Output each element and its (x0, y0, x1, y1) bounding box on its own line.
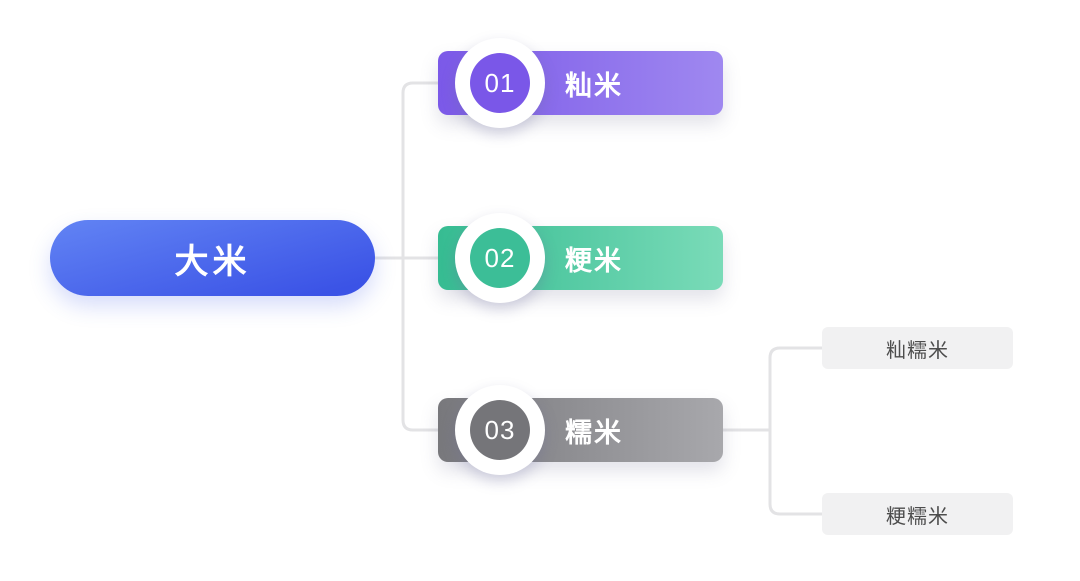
branch-number-badge: 01 (455, 38, 545, 128)
branch-number-circle: 02 (470, 228, 530, 288)
branch-label: 粳米 (565, 245, 623, 276)
branch-number-circle: 01 (470, 53, 530, 113)
node-root[interactable]: 大米 (50, 220, 375, 296)
branch-number-circle: 03 (470, 400, 530, 460)
branch-number: 03 (484, 414, 516, 445)
branch-number: 02 (484, 242, 516, 273)
node-leaf-xiannuomi[interactable]: 籼糯米 (822, 327, 1013, 369)
branch-number: 01 (484, 67, 516, 98)
branch-label: 籼米 (565, 70, 623, 101)
leaf-label: 籼糯米 (886, 339, 949, 362)
branch-number-badge: 02 (455, 213, 545, 303)
node-branch-nuomi[interactable]: 糯米 03 (438, 385, 723, 475)
node-leaf-jingnuomi[interactable]: 粳糯米 (822, 493, 1013, 535)
branch-label: 糯米 (565, 417, 623, 448)
leaf-label: 粳糯米 (886, 505, 949, 528)
connector-main-trunk (401, 81, 440, 432)
node-branch-xianmi[interactable]: 籼米 01 (438, 38, 723, 128)
node-root-label: 大米 (174, 242, 251, 281)
connector-sub-trunk (768, 346, 824, 516)
branch-number-badge: 03 (455, 385, 545, 475)
node-branch-jingmi[interactable]: 粳米 02 (438, 213, 723, 303)
